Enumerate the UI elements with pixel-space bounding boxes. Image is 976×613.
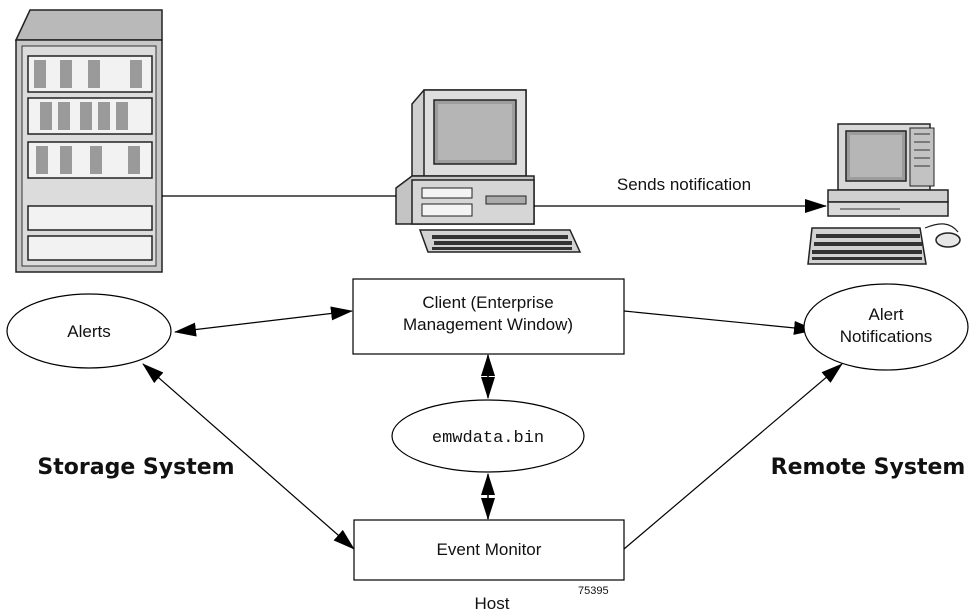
alerts-label: Alerts bbox=[67, 322, 110, 341]
desktop-computer-icon bbox=[807, 123, 949, 265]
host-label: Host bbox=[475, 594, 510, 613]
client-notifications-arrow bbox=[623, 310, 816, 335]
client-box-line2: Management Window) bbox=[403, 315, 573, 334]
client-box bbox=[352, 278, 625, 355]
event-monitor-box bbox=[353, 519, 625, 581]
alerts-client-arrow bbox=[174, 306, 353, 337]
alert-notifications-ellipse bbox=[803, 283, 969, 371]
monitor-notifications-arrow bbox=[623, 363, 843, 550]
remote-system-label: Remote System bbox=[771, 455, 966, 480]
client-box-line1: Client (Enterprise bbox=[422, 293, 553, 312]
alerts-ellipse bbox=[6, 293, 172, 369]
figure-number: 75395 bbox=[578, 585, 609, 597]
notification-label: Sends notification bbox=[617, 175, 751, 194]
desktop-computer-icon bbox=[395, 89, 582, 253]
storage-system-label: Storage System bbox=[37, 455, 234, 480]
alerts-monitor-arrow bbox=[142, 363, 355, 550]
data-file-label: emwdata.bin bbox=[432, 429, 544, 448]
event-monitor-label: Event Monitor bbox=[437, 540, 542, 559]
storage-rack-icon bbox=[14, 9, 163, 273]
data-file-ellipse bbox=[391, 399, 585, 473]
alert-notifications-line2: Notifications bbox=[840, 327, 933, 346]
alert-notifications-line1: Alert bbox=[869, 305, 904, 324]
mouse-icon bbox=[924, 223, 961, 248]
